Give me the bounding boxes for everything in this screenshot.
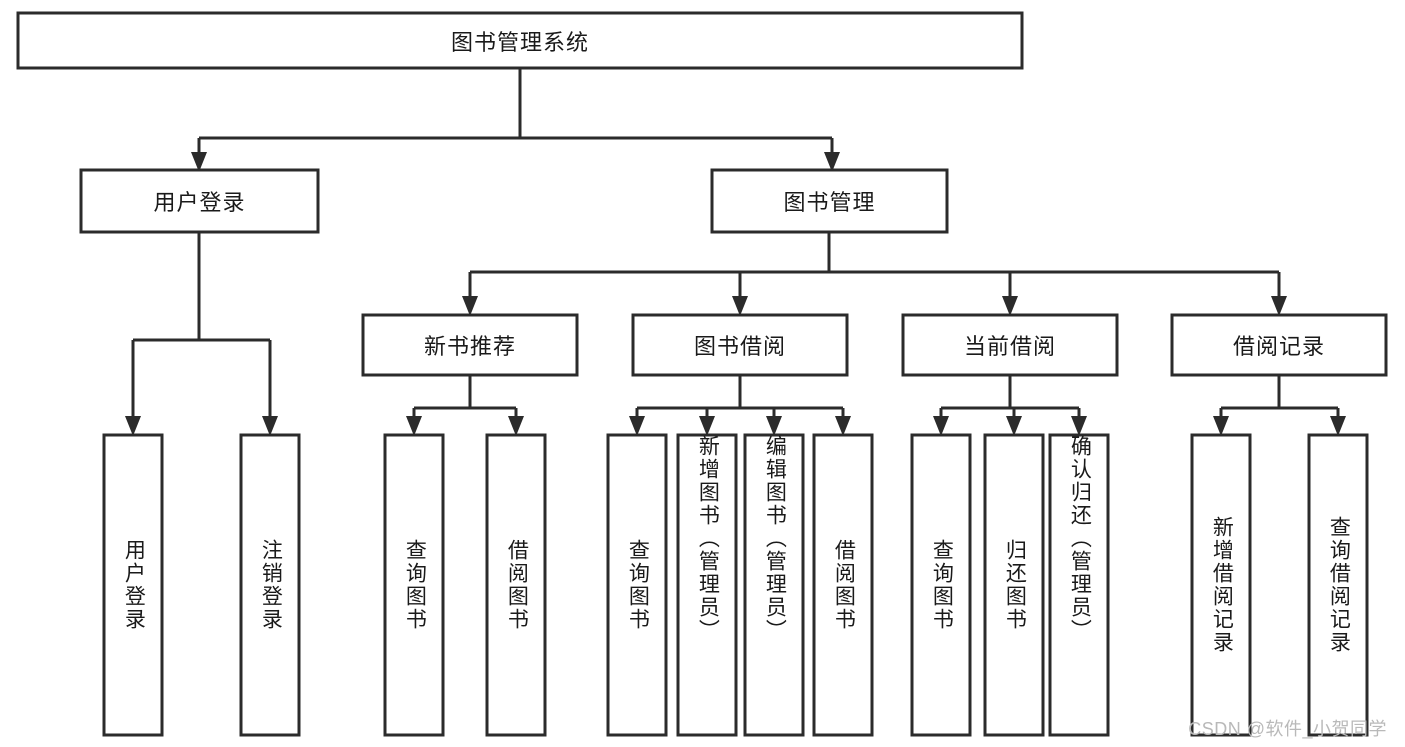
node-leaf-logout[interactable] <box>239 433 301 737</box>
arrow-root-to-user-login <box>191 152 207 172</box>
node-leaf-return-book[interactable] <box>983 433 1045 737</box>
arrow-to-leaf-add-book-admin <box>699 416 715 436</box>
edge-bookmanage-bus <box>468 232 1281 300</box>
node-book-manage[interactable] <box>710 168 949 234</box>
node-new-book-recommend[interactable] <box>361 313 579 377</box>
node-root[interactable] <box>16 11 1024 70</box>
node-leaf-user-login[interactable] <box>102 433 164 737</box>
edge-bookborrow-bus <box>635 375 845 420</box>
node-box-layer <box>16 11 1388 737</box>
arrow-to-borrow-record <box>1271 296 1287 316</box>
node-leaf-query-borrow-record[interactable] <box>1307 433 1369 737</box>
arrow-to-leaf-user-login <box>125 416 141 436</box>
node-leaf-borrow-book[interactable] <box>812 433 874 737</box>
arrow-to-leaf-add-borrow-record <box>1213 416 1229 436</box>
connector-layer <box>125 68 1346 436</box>
node-leaf-edit-book-admin[interactable] <box>743 433 805 737</box>
arrow-to-leaf-borrow-book-rec <box>508 416 524 436</box>
edge-root-bus <box>197 68 834 158</box>
node-book-borrow[interactable] <box>631 313 849 377</box>
node-leaf-query-book-borrow[interactable] <box>606 433 668 737</box>
node-leaf-borrow-book-rec[interactable] <box>485 433 547 737</box>
arrow-root-to-book-manage <box>824 152 840 172</box>
arrow-to-leaf-query-book-rec <box>406 416 422 436</box>
edge-currentborrow-bus <box>939 375 1081 420</box>
node-current-borrow[interactable] <box>901 313 1119 377</box>
arrow-to-book-borrow <box>732 296 748 316</box>
node-leaf-query-book-current[interactable] <box>910 433 972 737</box>
node-leaf-add-borrow-record[interactable] <box>1190 433 1252 737</box>
arrow-to-leaf-query-book-current <box>933 416 949 436</box>
arrow-to-leaf-return-book <box>1006 416 1022 436</box>
arrow-to-leaf-logout <box>262 416 278 436</box>
arrow-to-leaf-edit-book-admin <box>766 416 782 436</box>
node-leaf-add-book-admin[interactable] <box>676 433 738 737</box>
arrow-to-leaf-borrow-book <box>835 416 851 436</box>
arrow-to-current-borrow <box>1002 296 1018 316</box>
node-user-login[interactable] <box>79 168 320 234</box>
arrow-to-leaf-query-borrow-record <box>1330 416 1346 436</box>
edge-borrowrecord-bus <box>1219 375 1340 420</box>
node-leaf-confirm-return-admin[interactable] <box>1048 433 1110 737</box>
edge-userlogin-bus <box>131 232 272 420</box>
csdn-watermark: CSDN @软件_小贺同学 <box>1188 719 1387 739</box>
arrow-to-leaf-query-book-borrow <box>629 416 645 436</box>
arrow-to-new-book-recommend <box>462 296 478 316</box>
node-borrow-record[interactable] <box>1170 313 1388 377</box>
arrow-to-leaf-confirm-return-admin <box>1071 416 1087 436</box>
edge-newbook-bus <box>412 375 518 420</box>
node-leaf-query-book-rec[interactable] <box>383 433 445 737</box>
